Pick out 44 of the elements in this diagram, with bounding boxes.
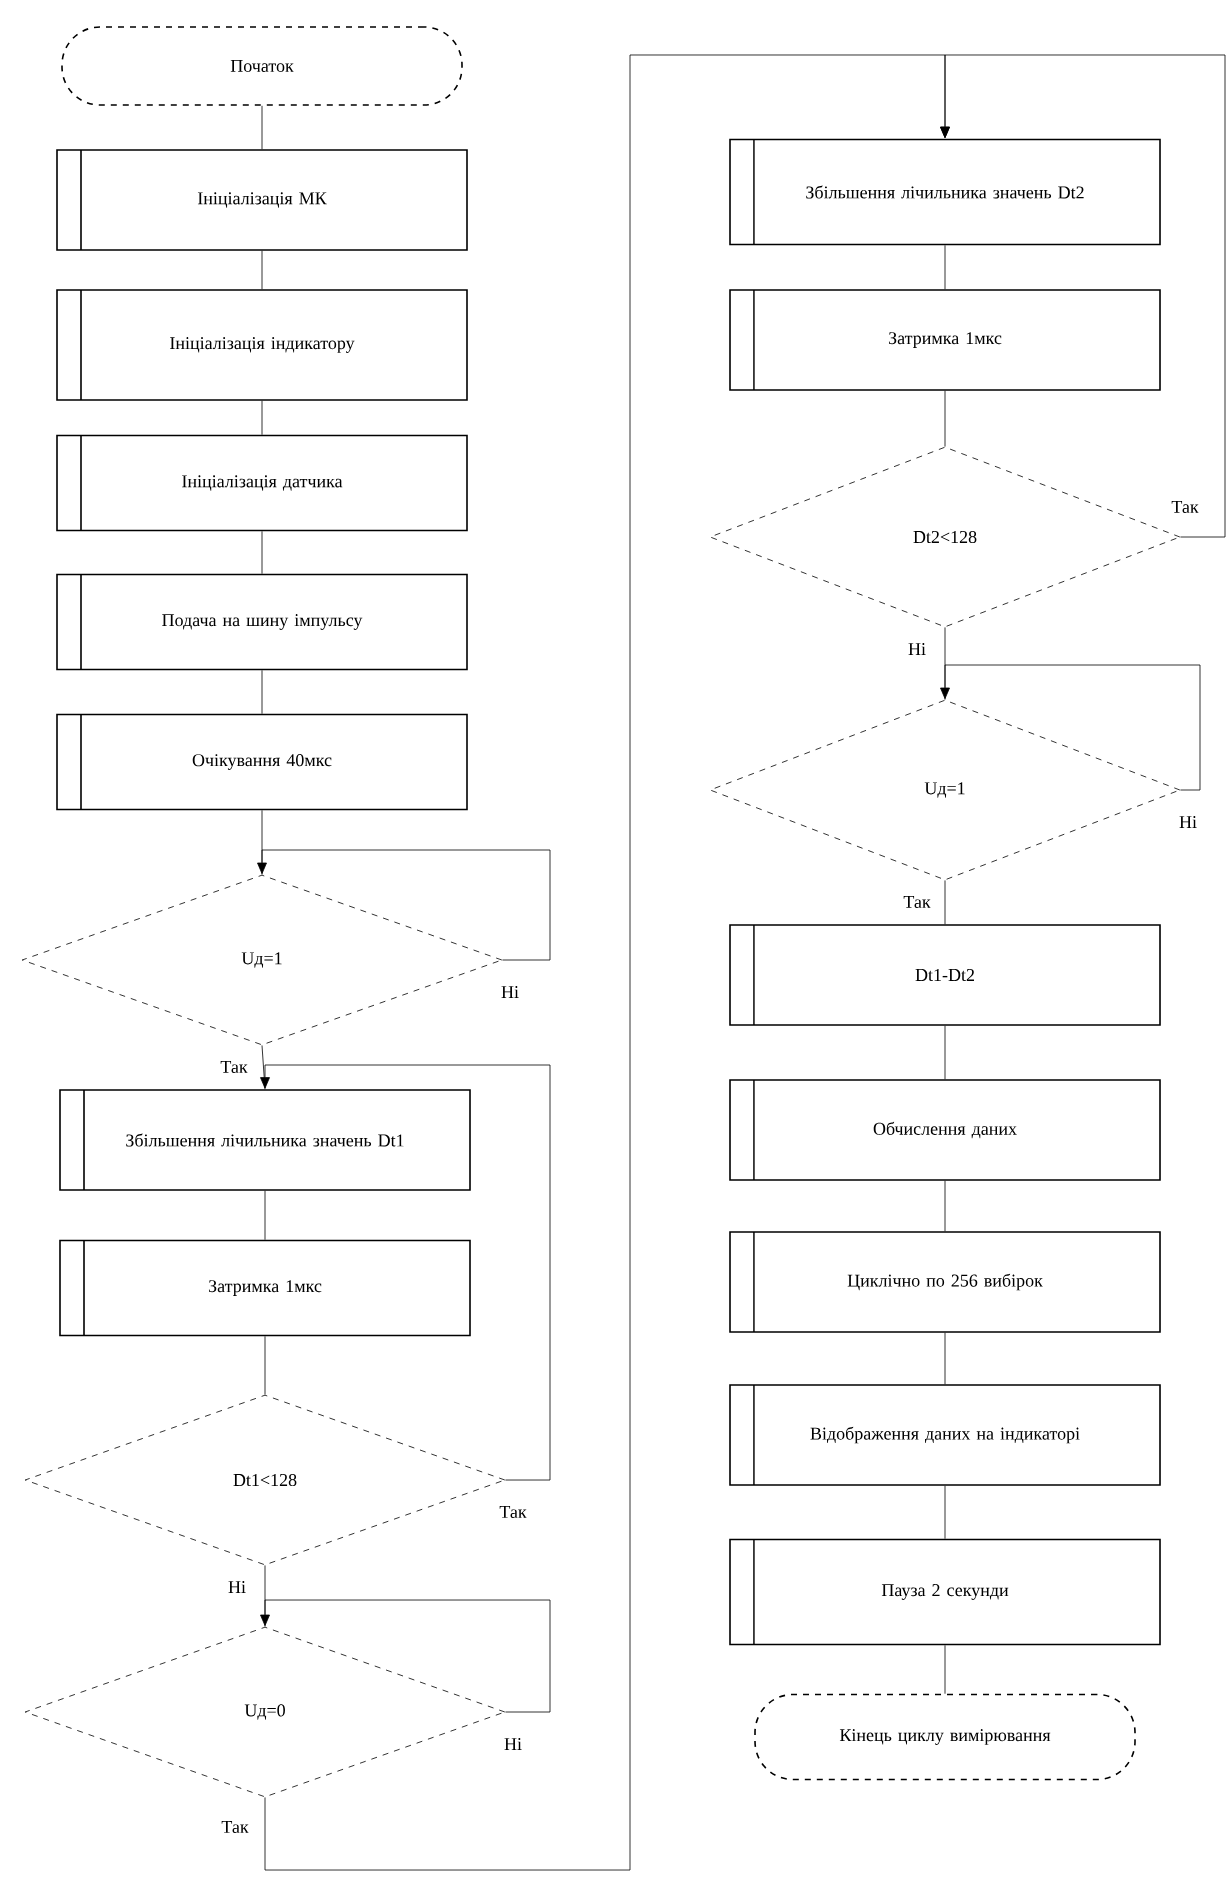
connector-line	[944, 880, 946, 925]
process-box: Збільшення лічильника значень Dt1	[59, 1089, 471, 1191]
process-box: Відображення даних на індикаторі	[729, 1384, 1161, 1486]
process-box: Ініціалізація датчика	[56, 434, 468, 532]
connector-line	[264, 1565, 266, 1627]
connector-line	[944, 390, 946, 447]
connector-line	[261, 250, 263, 290]
process-box: Ініціалізація індикатору	[56, 289, 468, 401]
connector-line	[944, 1025, 946, 1080]
process-box: Циклічно по 256 вибірок	[729, 1231, 1161, 1333]
process-box: Пауза 2 секунди	[729, 1538, 1161, 1646]
process-box: Збільшення лічильника значень Dt2	[729, 138, 1161, 246]
terminal-box: Кінець циклу вимірювання	[754, 1693, 1136, 1781]
connector-line	[944, 627, 946, 700]
connector-line	[261, 105, 263, 150]
process-box: Обчислення даних	[729, 1079, 1161, 1181]
edge-label: Так	[219, 1819, 251, 1835]
connector-line	[261, 400, 263, 436]
connector-line	[257, 849, 551, 961]
connector-line	[264, 1335, 266, 1395]
connector-line	[261, 530, 263, 575]
connector-line	[940, 664, 1201, 791]
connector-line	[261, 809, 263, 875]
connector-line	[944, 1644, 946, 1695]
edge-label: Так	[218, 1059, 250, 1075]
connector-line	[260, 1064, 551, 1481]
process-box: Подача на шину імпульсу	[56, 573, 468, 671]
connector-line	[944, 1485, 946, 1540]
connector-line	[261, 669, 263, 715]
edge-label: Ні	[226, 1579, 248, 1595]
connector-line	[260, 1599, 551, 1713]
process-box: Dt1-Dt2	[729, 924, 1161, 1026]
process-box: Затримка 1мкс	[59, 1239, 471, 1337]
connector-line	[940, 54, 1226, 538]
connector-line	[944, 1332, 946, 1385]
edge-label: Так	[901, 894, 933, 910]
connector-line	[944, 1180, 946, 1232]
terminal-box: Початок	[61, 26, 463, 106]
connector-line	[264, 1190, 266, 1241]
connector-line	[944, 244, 946, 290]
process-box: Ініціалізація МК	[56, 149, 468, 251]
process-box: Очікування 40мкс	[56, 713, 468, 811]
process-box: Затримка 1мкс	[729, 289, 1161, 391]
edge-label: Ні	[906, 641, 928, 657]
